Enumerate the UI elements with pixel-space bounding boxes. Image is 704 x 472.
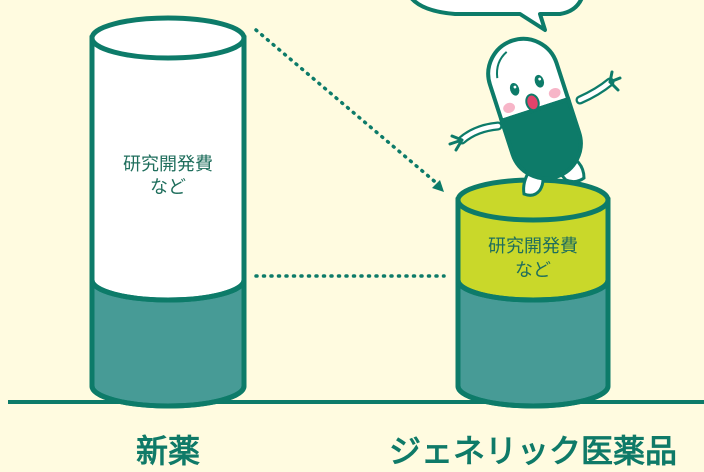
new-drug-bar-label-line2: など [150, 177, 186, 198]
new-drug-bar-label-line1: 研究開発費 [123, 154, 213, 175]
dotted-arrow [254, 28, 444, 192]
new-drug-cylinder [89, 15, 247, 409]
generic-drug-bar-label-line2: など [515, 260, 551, 281]
capsule-mascot-icon [448, 36, 622, 197]
generic-drug-cylinder [455, 177, 611, 409]
generic-drug-bar-label-line1: 研究開発費 [488, 236, 578, 257]
speech-bubble [410, 0, 584, 32]
new-drug-label: 新薬 [136, 432, 200, 470]
generic-drug-label: ジェネリック医薬品 [389, 432, 677, 470]
